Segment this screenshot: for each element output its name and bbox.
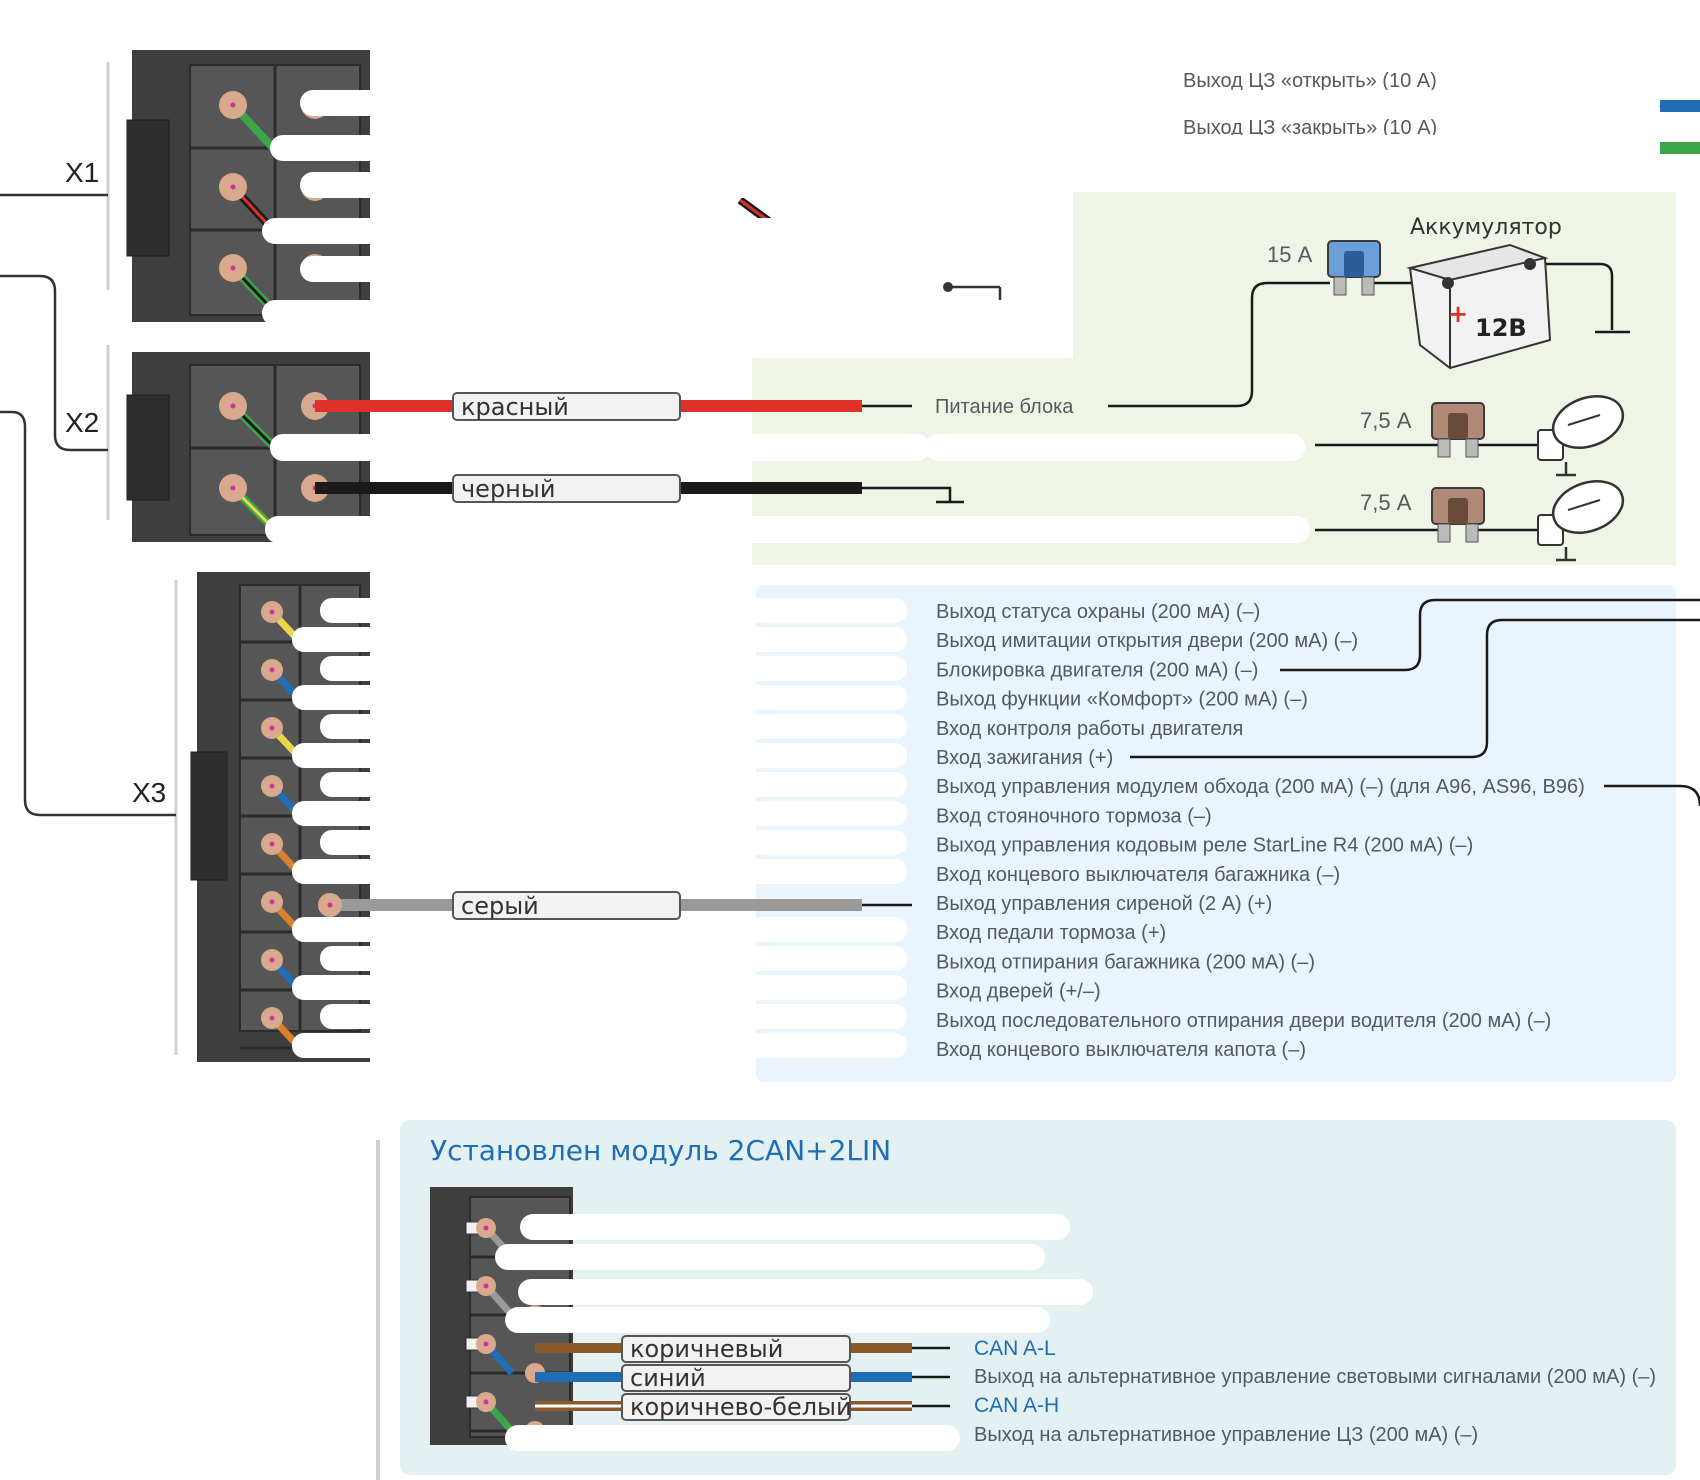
battery-voltage: 12В — [1475, 314, 1527, 342]
module-wire-brown-white: коричнево-белый — [535, 1393, 950, 1421]
can-a-h-label: CAN A-H — [974, 1394, 1059, 1417]
fuse-15a-icon — [1327, 240, 1381, 296]
wire-black-label: черный — [461, 475, 555, 503]
harness-lines — [0, 193, 176, 817]
connector-x3-label: X3 — [132, 777, 166, 808]
x3-pin-label: Выход управления сиреной (2 А) (+) — [936, 893, 1272, 915]
lock-close-label: Выход ЦЗ «закрыть» (10 А) — [1183, 117, 1437, 139]
lock-open-label: Выход ЦЗ «открыть» (10 А) — [1183, 70, 1437, 92]
x3-pin-label: Вход контроля работы двигателя — [936, 718, 1243, 740]
x3-pin-label: Вход концевого выключателя багажника (–) — [936, 864, 1340, 886]
x3-pin-label: Выход статуса охраны (200 мА) (–) — [936, 601, 1260, 623]
x3-pin-label: Вход стояночного тормоза (–) — [936, 805, 1212, 827]
battery-label: Аккумулятор — [1410, 215, 1562, 240]
x3-pin-label: Выход последовательного отпирания двери … — [936, 1010, 1551, 1032]
svg-text:+: + — [1448, 300, 1468, 328]
x3-pin-label: Вход дверей (+/–) — [936, 981, 1101, 1003]
x3-pin-label: Блокировка двигателя (200 мА) (–) — [936, 659, 1258, 681]
alt-lights-output-label: Выход на альтернативное управление свето… — [974, 1366, 1656, 1388]
x3-wire-block — [320, 656, 907, 681]
x3-wire-block — [292, 1033, 907, 1058]
fuse-light-2-label: 7,5 А — [1360, 490, 1412, 515]
wire-black: черный — [315, 474, 964, 504]
module-wire-blue: синий — [535, 1364, 950, 1392]
fuse-7-5a-icon — [1431, 487, 1485, 543]
x3-pin-rows — [240, 598, 907, 1058]
x3-wire-block — [320, 1004, 907, 1029]
x3-pin-label: Вход педали тормоза (+) — [936, 922, 1166, 944]
x3-pin-label: Выход управления модулем обхода (200 мА)… — [936, 776, 1585, 798]
wire-red: красный — [315, 392, 912, 421]
module-wire-brown-white-label: коричнево-белый — [630, 1393, 852, 1421]
x2-wire-blocks — [265, 434, 1310, 543]
wire-red-label: красный — [461, 393, 569, 421]
fuse-main-label: 15 А — [1267, 242, 1313, 267]
x3-wire-block — [320, 598, 907, 623]
x3-pin-label: Выход управления кодовым реле StarLine R… — [936, 835, 1473, 857]
x3-wire-block — [320, 946, 907, 971]
unit-power-label: Питание блока — [935, 396, 1074, 418]
x1-wire-blocks — [262, 90, 1660, 326]
module-wire-brown-label: коричневый — [630, 1335, 783, 1363]
lamp-icon — [1537, 480, 1625, 562]
module-wire-brown: коричневый — [535, 1335, 950, 1363]
battery-icon: + 12В — [1406, 243, 1552, 370]
power-panel — [752, 192, 1676, 565]
pins-panel — [756, 585, 1676, 1082]
alt-lock-output-label: Выход на альтернативное управление ЦЗ (2… — [974, 1424, 1478, 1446]
x3-wire-block — [292, 685, 907, 710]
lamp-icon — [1537, 395, 1625, 477]
connector-x2-label: X2 — [65, 407, 99, 438]
x3-pin-label: Вход зажигания (+) — [936, 747, 1113, 769]
x3-wire-block — [292, 975, 907, 1000]
x3-wire-block — [292, 859, 907, 884]
x3-pin-labels: Выход статуса охраны (200 мА) (–) Выход и… — [936, 601, 1585, 1061]
x3-pin-label: Выход имитации открытия двери (200 мА) (… — [936, 630, 1358, 652]
x3-wire-block — [320, 830, 907, 855]
power-wiring — [1108, 262, 1630, 532]
x3-wire-block — [292, 743, 907, 768]
fuse-7-5a-icon — [1431, 402, 1485, 458]
x3-wire-block — [320, 714, 907, 739]
x3-wire-block — [292, 627, 907, 652]
module-wire-blocks — [495, 1214, 1093, 1451]
x3-pin-label: Вход концевого выключателя капота (–) — [936, 1039, 1306, 1061]
wire-grey: серый — [318, 891, 912, 920]
x3-wire-block — [292, 801, 907, 826]
fuse-light-1-label: 7,5 А — [1360, 408, 1412, 433]
can-a-l-label: CAN A-L — [974, 1337, 1056, 1360]
x3-pin-label: Выход функции «Комфорт» (200 мА) (–) — [936, 689, 1308, 711]
x3-wire-block — [320, 772, 907, 797]
module-title: Установлен модуль 2CAN+2LIN — [430, 1134, 891, 1167]
module-wire-blue-label: синий — [630, 1364, 706, 1392]
x3-wire-block — [292, 917, 907, 942]
x3-pin-label: Выход отпирания багажника (200 мА) (–) — [936, 951, 1315, 973]
connector-x1-label: X1 — [65, 157, 99, 188]
wire-grey-label: серый — [461, 892, 539, 920]
